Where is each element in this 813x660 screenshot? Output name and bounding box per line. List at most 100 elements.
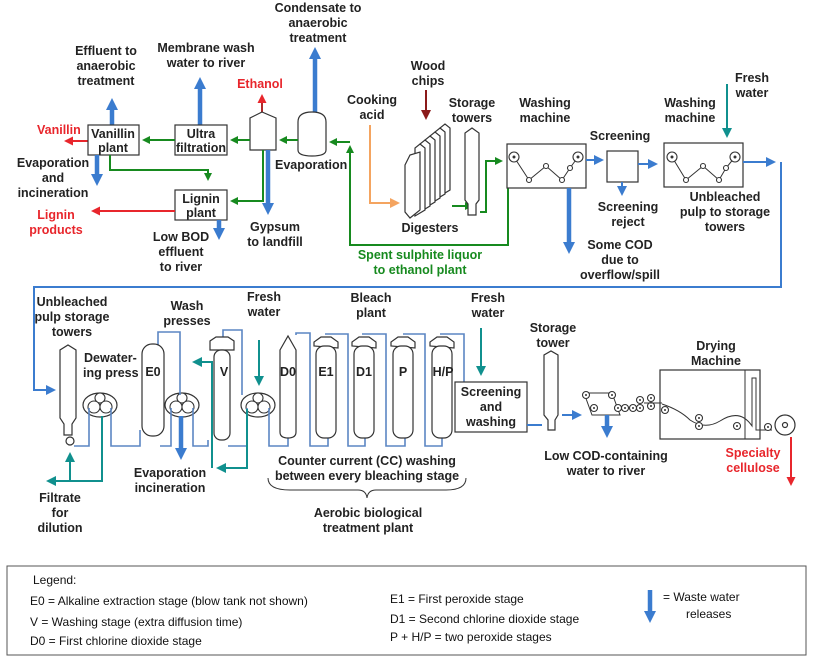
fresh-water-2-label: Fresh water bbox=[471, 291, 505, 320]
filtrate-label: Filtrate for dilution bbox=[37, 491, 82, 535]
svg-text:between every bleaching stage: between every bleaching stage bbox=[275, 469, 459, 483]
screening-washing-box bbox=[454, 381, 528, 433]
tower-pump bbox=[65, 436, 75, 446]
svg-text:anaerobic: anaerobic bbox=[288, 16, 347, 30]
stage-v-label: V bbox=[220, 365, 229, 379]
svg-text:Unbleached: Unbleached bbox=[690, 190, 761, 204]
low-bod-label: Low BOD effluent to river bbox=[153, 230, 209, 274]
legend-title: Legend: bbox=[33, 573, 76, 587]
svg-text:water: water bbox=[247, 305, 281, 319]
screening-reject-label: Screening reject bbox=[598, 200, 658, 229]
dewatering-press-label: Dewater- ing press bbox=[83, 351, 139, 380]
washing-machine-2-label: Washing machine bbox=[664, 96, 716, 125]
stage-hp-tower bbox=[429, 336, 455, 439]
svg-text:Filtrate: Filtrate bbox=[39, 491, 81, 505]
unbleached-storage-label: Unbleached pulp storage towers bbox=[34, 295, 109, 339]
svg-text:Low BOD: Low BOD bbox=[153, 230, 209, 244]
svg-text:for: for bbox=[52, 506, 69, 520]
stage-d1-tower bbox=[351, 336, 377, 439]
legend-e1: E1 = First peroxide stage bbox=[390, 592, 524, 606]
stage-p-label: P bbox=[399, 365, 407, 379]
washer-1-rollers bbox=[508, 151, 584, 184]
storage-tower-top bbox=[464, 127, 480, 216]
screening-washing-label: Screening and washing bbox=[461, 385, 521, 429]
ultra-filtration-label-2: filtration bbox=[176, 141, 226, 155]
svg-text:Gypsum: Gypsum bbox=[250, 220, 300, 234]
svg-text:cellulose: cellulose bbox=[726, 461, 780, 475]
screening-label: Screening bbox=[590, 129, 650, 143]
green-vanillin-to-lignin bbox=[109, 155, 212, 181]
vanillin-plant-label: Vanillin bbox=[91, 127, 135, 141]
stage-v-tower bbox=[209, 336, 235, 441]
svg-text:Cooking: Cooking bbox=[347, 93, 397, 107]
vanillin-plant-label-2: plant bbox=[98, 141, 129, 155]
svg-text:Screening: Screening bbox=[598, 200, 658, 214]
cooking-acid-label: Cooking acid bbox=[347, 93, 397, 122]
teal-filtrate-return bbox=[216, 409, 248, 473]
svg-text:Some COD: Some COD bbox=[587, 238, 652, 252]
vanillin-label: Vanillin bbox=[37, 123, 81, 137]
svg-text:pulp storage: pulp storage bbox=[34, 310, 109, 324]
legend-waste-label: = Waste water bbox=[663, 590, 740, 604]
svg-text:due to: due to bbox=[601, 253, 639, 267]
svg-text:incineration: incineration bbox=[18, 186, 89, 200]
svg-text:plant: plant bbox=[356, 306, 387, 320]
svg-text:treatment plant: treatment plant bbox=[323, 521, 414, 535]
counter-current-label: Counter current (CC) washing between eve… bbox=[275, 454, 459, 483]
svg-text:Washing: Washing bbox=[664, 96, 716, 110]
storage-tower-bottom bbox=[543, 350, 559, 431]
svg-text:Low COD-containing: Low COD-containing bbox=[544, 449, 668, 463]
svg-text:water to river: water to river bbox=[166, 56, 246, 70]
svg-text:Fresh: Fresh bbox=[247, 290, 281, 304]
wash-presses-label: Wash presses bbox=[163, 299, 210, 328]
lignin-plant-box bbox=[174, 189, 228, 221]
evap-incineration-bottom-label: Evaporation incineration bbox=[134, 466, 206, 495]
wash-press-1 bbox=[164, 392, 200, 418]
low-cod-label: Low COD-containing water to river bbox=[544, 449, 668, 478]
stage-e1-label: E1 bbox=[318, 365, 333, 379]
svg-text:treatment: treatment bbox=[290, 31, 348, 45]
drying-cooler-section bbox=[744, 369, 761, 440]
svg-text:Storage: Storage bbox=[530, 321, 577, 335]
digesters bbox=[404, 123, 451, 219]
svg-text:towers: towers bbox=[705, 220, 745, 234]
effluent-anaerobic-label: Effluent to anaerobic treatment bbox=[75, 44, 137, 88]
teal-filtrate-up bbox=[192, 357, 213, 468]
svg-text:acid: acid bbox=[359, 108, 384, 122]
svg-text:Unbleached: Unbleached bbox=[37, 295, 108, 309]
filtrate-dilution-arrow bbox=[46, 416, 103, 486]
bleach-plant-label: Bleach plant bbox=[351, 291, 392, 320]
spent-liquor-label: Spent sulphite liquor to ethanol plant bbox=[358, 248, 482, 277]
lignin-plant-label-2: plant bbox=[186, 206, 217, 220]
svg-text:presses: presses bbox=[163, 314, 210, 328]
svg-text:machine: machine bbox=[665, 111, 716, 125]
svg-text:tower: tower bbox=[536, 336, 569, 350]
stage-e0-tower bbox=[141, 343, 165, 437]
legend-d0: D0 = First chlorine dioxide stage bbox=[30, 634, 202, 648]
fresh-water-1-label: Fresh water bbox=[247, 290, 281, 319]
svg-text:Spent sulphite liquor: Spent sulphite liquor bbox=[358, 248, 482, 262]
pulp-return-line bbox=[33, 162, 782, 395]
cooking-acid-arrow bbox=[369, 125, 400, 208]
lignin-products-label: Lignin products bbox=[29, 208, 83, 237]
svg-text:water: water bbox=[735, 86, 769, 100]
svg-text:Storage: Storage bbox=[449, 96, 496, 110]
evaporator-tank bbox=[297, 111, 327, 157]
svg-text:washing: washing bbox=[465, 415, 516, 429]
stage-d0-tower bbox=[279, 334, 297, 439]
digesters-label: Digesters bbox=[402, 221, 459, 235]
svg-text:and: and bbox=[42, 171, 64, 185]
svg-text:incineration: incineration bbox=[135, 481, 206, 495]
svg-text:anaerobic: anaerobic bbox=[76, 59, 135, 73]
svg-text:reject: reject bbox=[611, 215, 645, 229]
svg-text:Counter current (CC) washing: Counter current (CC) washing bbox=[278, 454, 456, 468]
svg-text:Drying: Drying bbox=[696, 339, 736, 353]
svg-text:Wash: Wash bbox=[171, 299, 204, 313]
green-ethanol-to-lignin bbox=[230, 150, 264, 205]
former-section bbox=[581, 390, 662, 416]
svg-text:Condensate to: Condensate to bbox=[275, 1, 362, 15]
svg-text:Specialty: Specialty bbox=[726, 446, 781, 460]
stage-e0-label: E0 bbox=[145, 365, 160, 379]
svg-text:Dewater-: Dewater- bbox=[84, 351, 137, 365]
